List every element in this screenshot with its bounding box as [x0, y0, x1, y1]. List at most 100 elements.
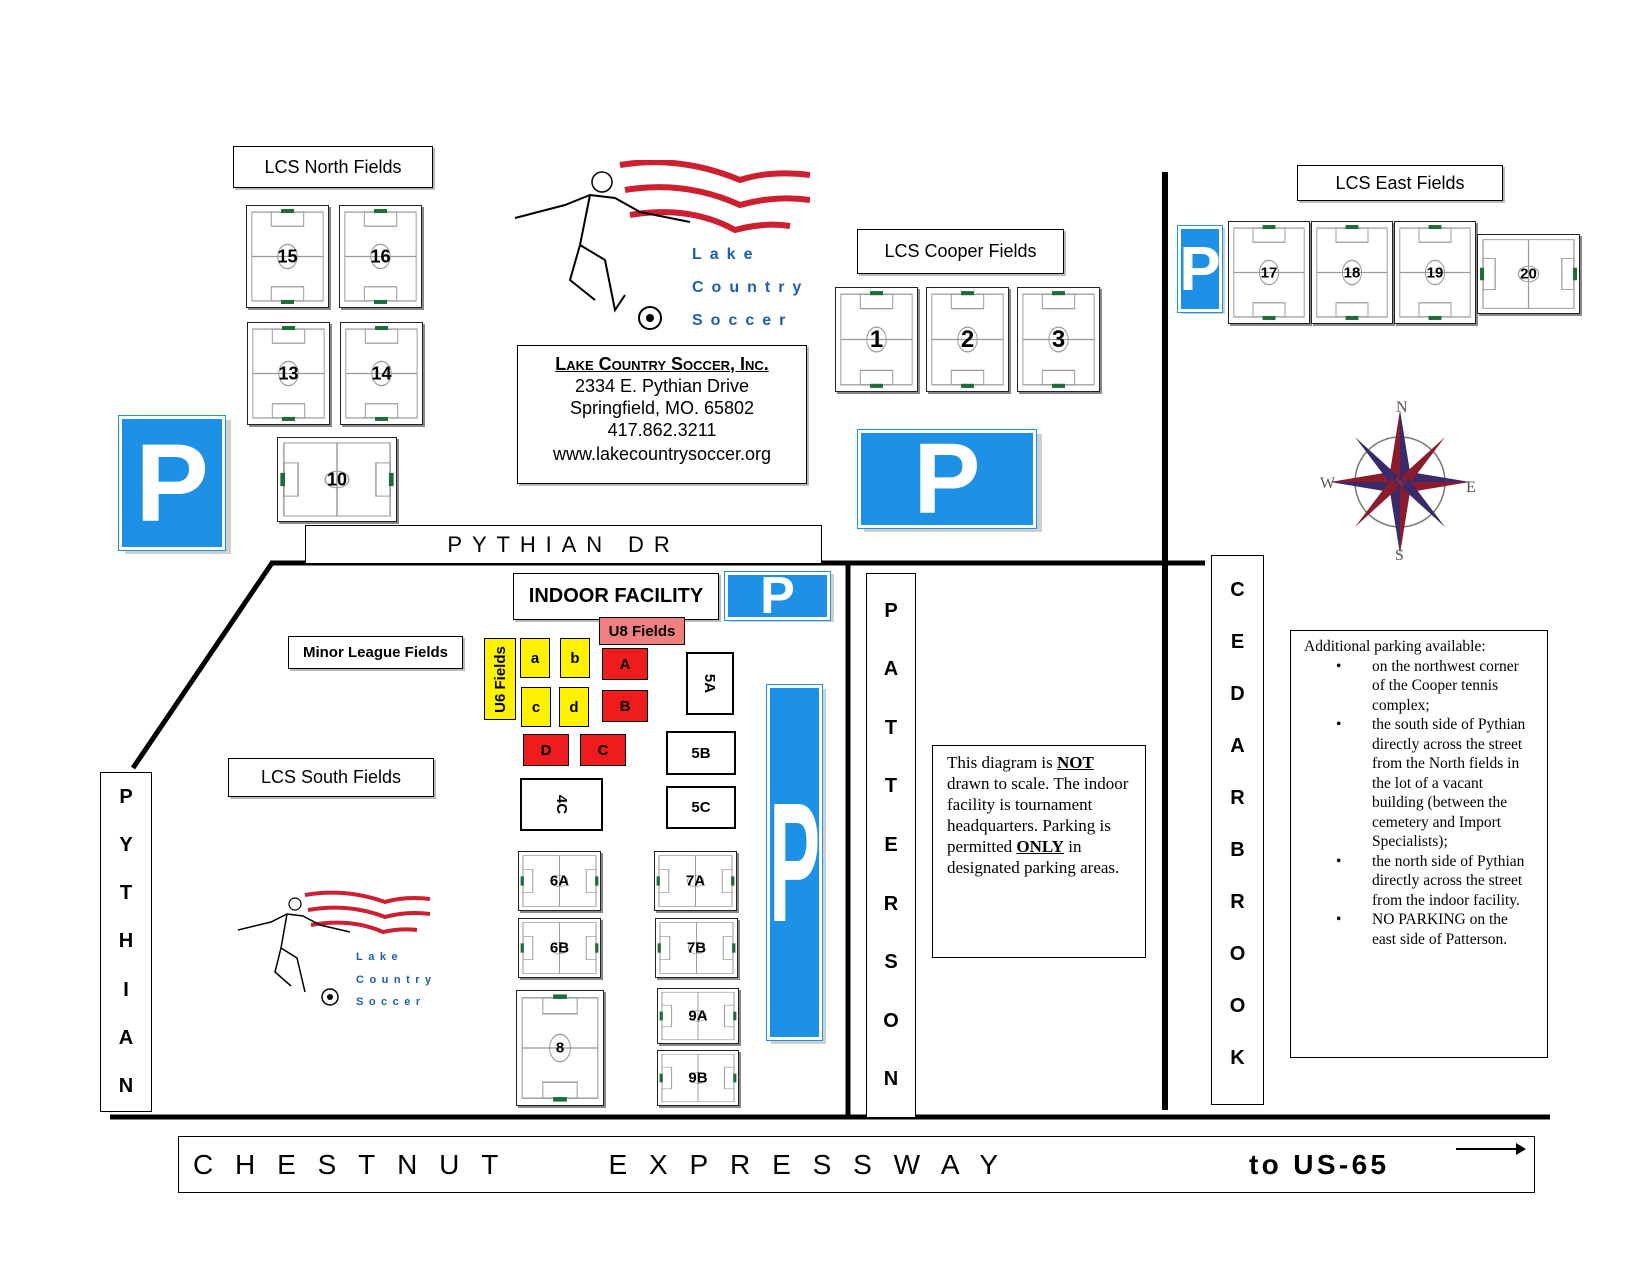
soccer-field-icon	[345, 326, 418, 421]
road-letter: T	[119, 882, 133, 905]
address-web[interactable]: www.lakecountrysoccer.org	[552, 444, 772, 464]
road-letter: D	[1230, 682, 1245, 705]
bullet-icon: •	[1336, 911, 1342, 928]
additional-parking-box: Additional parking available: •on the no…	[1290, 630, 1548, 1058]
field-number: 7A	[685, 872, 706, 890]
parking-sign-icon: P	[135, 421, 209, 545]
field-A: A	[602, 648, 648, 680]
field-19: 19	[1394, 221, 1476, 324]
logo-small-line2: Country	[356, 974, 437, 986]
east-fields-title: LCS East Fields	[1297, 165, 1503, 201]
field-20: 20	[1477, 234, 1580, 314]
field-number: 9A	[688, 1007, 708, 1025]
road-letter: N	[883, 1068, 899, 1091]
field-number: 14	[371, 363, 392, 383]
u8-fields-label: U8 Fields	[599, 617, 685, 645]
field-3: 3	[1017, 287, 1100, 392]
pythian-vertical-label: P Y T H I A N	[100, 772, 152, 1112]
field-5C: 5C	[666, 786, 736, 829]
soccer-player-logo-icon	[514, 160, 810, 330]
cedarbrook-label: C E D A R B R O O K	[1211, 555, 1264, 1105]
road-letter: R	[883, 892, 899, 915]
north-fields-title: LCS North Fields	[233, 146, 433, 188]
notice-not: NOT	[1057, 753, 1094, 772]
org-name: Lake Country Soccer, Inc.	[555, 354, 769, 374]
address-box: Lake Country Soccer, Inc. 2334 E. Pythia…	[517, 345, 807, 484]
south-fields-title: LCS South Fields	[228, 758, 434, 797]
additional-parking-list: •on the northwest corner of the Cooper t…	[1304, 657, 1535, 950]
road-letter: T	[884, 775, 898, 798]
parking-south: P	[766, 684, 823, 1041]
arrow-right-icon	[1456, 1143, 1526, 1155]
field-number: 17	[1260, 264, 1278, 281]
road-letter: Y	[119, 833, 133, 856]
field-number: 7B	[686, 939, 707, 957]
notice-text-2: drawn to scale. The indoor facility is t…	[947, 774, 1129, 856]
field-5B: 5B	[666, 731, 736, 775]
bullet-icon: •	[1336, 852, 1342, 870]
notice-only: ONLY	[1016, 837, 1064, 856]
field-number: 2	[960, 325, 975, 353]
road-letter: E	[1230, 630, 1245, 653]
road-letter: P	[119, 785, 133, 808]
chestnut-expressway-label: CHESTNUT EXPRESSWAY to US-65	[178, 1136, 1535, 1193]
field-7A: 7A	[654, 851, 737, 911]
soccer-field-icon	[659, 991, 737, 1041]
field-2: 2	[926, 287, 1009, 392]
road-letter: C	[1230, 578, 1245, 601]
compass-e: E	[1466, 479, 1476, 496]
parking-indoor: P	[724, 567, 831, 625]
road-letter: O	[1229, 994, 1246, 1017]
chestnut-text: CHESTNUT EXPRESSWAY	[193, 1149, 1020, 1180]
compass-n: N	[1396, 400, 1408, 416]
field-5A: 5A	[686, 652, 734, 715]
field-8: 8	[516, 990, 604, 1106]
road-letter: S	[884, 951, 898, 974]
u6-fields-label: U6 Fields	[484, 638, 516, 720]
road-letter: O	[1229, 942, 1246, 965]
road-letter: A	[118, 1027, 134, 1050]
soccer-field-icon	[521, 994, 599, 1102]
scale-notice-box: This diagram is NOT drawn to scale. The …	[932, 745, 1146, 958]
field-4C: 4C	[520, 778, 603, 831]
pythian-dr-label: PYTHIAN DR	[305, 525, 822, 564]
parking-north: P	[118, 415, 226, 551]
field-6A: 6A	[518, 851, 601, 911]
compass-rose-icon: N S W E	[1320, 400, 1476, 560]
field-number: 13	[278, 363, 299, 383]
field-16: 16	[339, 205, 422, 308]
additional-parking-heading: Additional parking available:	[1304, 638, 1486, 655]
parking-sign-icon: P	[1179, 234, 1221, 304]
list-item: •the south side of Pythian directly acro…	[1336, 716, 1526, 850]
road-letter: R	[1230, 890, 1245, 913]
logo-line3: Soccer	[692, 312, 794, 329]
parking-sign-icon: P	[913, 422, 981, 535]
field-number: 20	[1520, 265, 1537, 283]
soccer-field-icon	[520, 855, 599, 907]
soccer-field-icon	[344, 209, 417, 304]
to-us65-text: to US-65	[1249, 1149, 1390, 1180]
soccer-field-icon	[1316, 225, 1388, 320]
list-item: •NO PARKING on the east side of Patterso…	[1336, 911, 1508, 948]
field-d: d	[559, 687, 589, 727]
field-9B: 9B	[657, 1050, 739, 1106]
field-13: 13	[247, 322, 330, 425]
logo-small-line3: Soccer	[356, 996, 426, 1008]
bullet-icon: •	[1336, 657, 1342, 675]
soccer-field-icon	[1022, 291, 1095, 388]
field-D: D	[523, 734, 569, 766]
road-letter: P	[884, 599, 898, 622]
soccer-field-icon	[656, 855, 735, 907]
road-letter: R	[1230, 786, 1245, 809]
parking-sign-icon: P	[768, 767, 821, 958]
field-1: 1	[835, 287, 918, 392]
field-number: 18	[1343, 264, 1361, 281]
road-letter: K	[1230, 1046, 1245, 1069]
notice-text-1: This diagram is	[947, 753, 1058, 772]
field-number: 3	[1051, 325, 1066, 353]
field-6B: 6B	[518, 918, 601, 978]
road-letter: B	[1230, 838, 1245, 861]
field-b: b	[560, 638, 590, 678]
soccer-field-icon	[1233, 225, 1305, 320]
road-letter: T	[884, 716, 898, 739]
